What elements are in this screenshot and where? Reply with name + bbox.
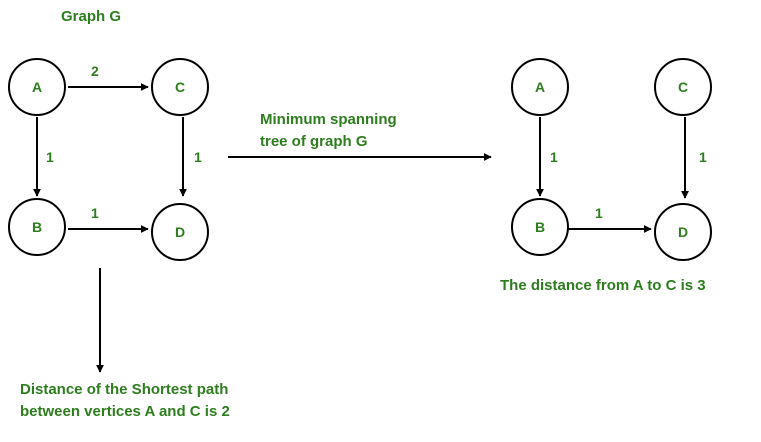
mst-node-b: B [511, 198, 569, 256]
node-d-label: D [175, 224, 185, 240]
mst-node-d-label: D [678, 224, 688, 240]
edge-a-c-weight: 2 [91, 63, 99, 79]
mst-transform-label-line1: Minimum spanning [260, 111, 397, 128]
edge-a-b-weight: 1 [46, 149, 54, 165]
node-b: B [8, 198, 66, 256]
node-c-label: C [175, 79, 185, 95]
shortest-path-note-line1: Distance of the Shortest path [20, 381, 228, 398]
edge-c-d-weight: 1 [194, 149, 202, 165]
mst-edge-a-b-weight: 1 [550, 149, 558, 165]
node-a-label: A [32, 79, 42, 95]
mst-node-d: D [654, 203, 712, 261]
mst-node-c: C [654, 58, 712, 116]
mst-node-c-label: C [678, 79, 688, 95]
node-b-label: B [32, 219, 42, 235]
mst-node-a: A [511, 58, 569, 116]
node-c: C [151, 58, 209, 116]
node-d: D [151, 203, 209, 261]
mst-distance-caption: The distance from A to C is 3 [500, 277, 706, 294]
mst-edge-b-d-weight: 1 [595, 205, 603, 221]
mst-node-a-label: A [535, 79, 545, 95]
edge-b-d-weight: 1 [91, 205, 99, 221]
graph-title: Graph G [61, 8, 121, 25]
mst-edge-c-d-weight: 1 [699, 149, 707, 165]
shortest-path-note-line2: between vertices A and C is 2 [20, 403, 230, 420]
node-a: A [8, 58, 66, 116]
mst-transform-label-line2: tree of graph G [260, 133, 368, 150]
mst-node-b-label: B [535, 219, 545, 235]
